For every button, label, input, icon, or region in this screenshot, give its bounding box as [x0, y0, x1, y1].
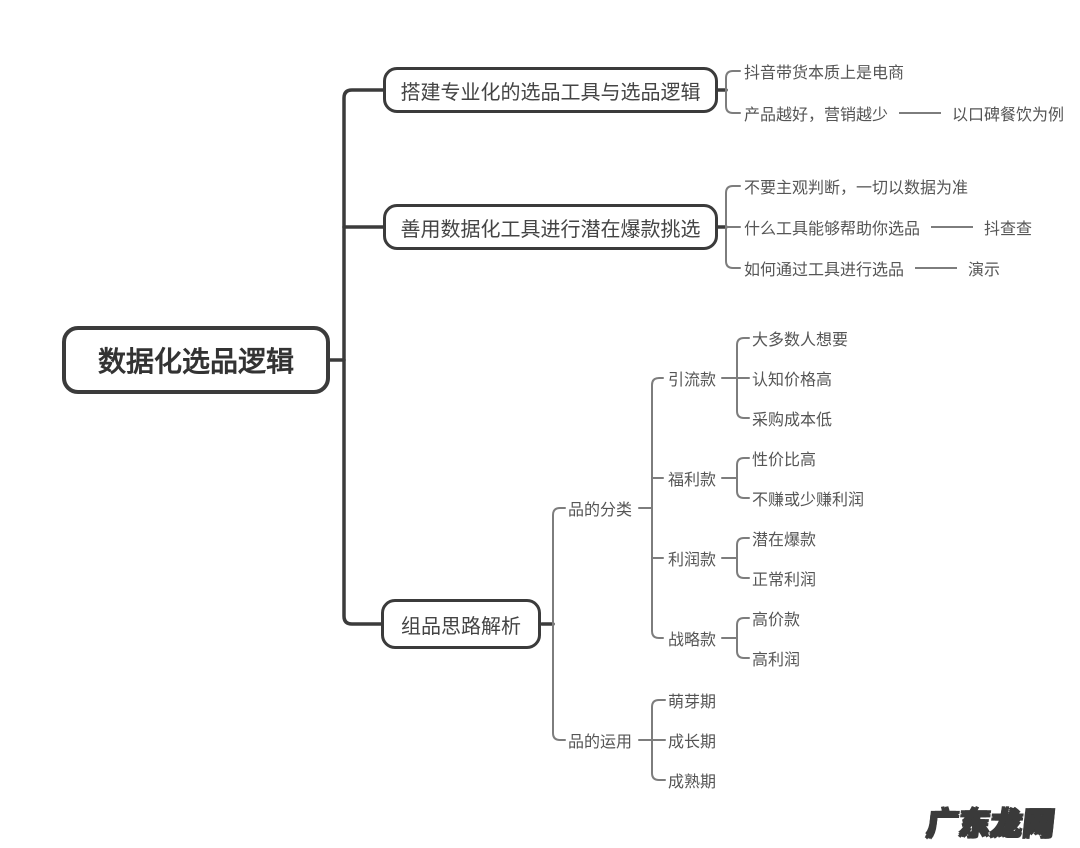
leaf-node[interactable]: 大多数人想要 [752, 326, 848, 350]
leaf-node-welfare[interactable]: 福利款 [668, 466, 716, 490]
leaf-label: 成长期 [668, 734, 717, 751]
leaf-label: 战略款 [668, 632, 717, 649]
leaf-label: 如何通过工具进行选品 [744, 262, 905, 279]
leaf-label: 抖查查 [984, 221, 1033, 238]
leaf-node[interactable]: 认知价格高 [752, 366, 832, 390]
leaf-label: 以口碑餐饮为例 [952, 107, 1065, 124]
dash-connector [931, 226, 974, 228]
leaf-label: 引流款 [668, 372, 717, 389]
watermark-text: 广东龙网 [925, 807, 1058, 842]
leaf-label: 抖音带货本质上是电商 [744, 65, 905, 82]
leaf-node[interactable]: 成熟期 [668, 768, 716, 792]
branch-node-grouping[interactable]: 组品思路解析 [381, 599, 541, 649]
leaf-label: 采购成本低 [752, 412, 833, 429]
root-node[interactable]: 数据化选品逻辑 [62, 326, 330, 394]
leaf-label: 成熟期 [668, 774, 717, 791]
branch-node-label: 搭建专业化的选品工具与选品逻辑 [400, 81, 701, 104]
branch-node-label: 组品思路解析 [401, 615, 521, 638]
leaf-label: 正常利润 [752, 572, 817, 589]
branch-node-data-tools[interactable]: 善用数据化工具进行潜在爆款挑选 [383, 204, 718, 250]
leaf-label: 品的分类 [568, 502, 633, 519]
leaf-node[interactable]: 高利润 [752, 646, 800, 670]
leaf-node[interactable]: 潜在爆款 [752, 526, 816, 550]
leaf-label: 不要主观判断，一切以数据为准 [744, 180, 969, 197]
leaf-node[interactable]: 不要主观判断，一切以数据为准 [744, 174, 968, 198]
leaf-node[interactable]: 性价比高 [752, 446, 816, 470]
leaf-label: 产品越好，营销越少 [744, 107, 889, 124]
leaf-label: 性价比高 [752, 452, 817, 469]
leaf-node-classification[interactable]: 品的分类 [568, 496, 632, 520]
branch-node-label: 善用数据化工具进行潜在爆款挑选 [400, 218, 701, 241]
root-node-label: 数据化选品逻辑 [97, 346, 294, 377]
leaf-node[interactable]: 萌芽期 [668, 688, 716, 712]
leaf-label: 福利款 [668, 472, 717, 489]
leaf-node[interactable]: 成长期 [668, 728, 716, 752]
leaf-label: 品的运用 [568, 734, 633, 751]
dash-connector [899, 112, 942, 114]
leaf-label: 利润款 [668, 552, 717, 569]
leaf-node-profit[interactable]: 利润款 [668, 546, 716, 570]
dash-connector [915, 267, 958, 269]
branch-node-tools[interactable]: 搭建专业化的选品工具与选品逻辑 [383, 67, 718, 113]
leaf-node-strategic[interactable]: 战略款 [668, 626, 716, 650]
leaf-node[interactable]: 产品越好，营销越少 以口碑餐饮为例 [744, 101, 1064, 125]
leaf-label: 高价款 [752, 612, 801, 629]
leaf-label: 潜在爆款 [752, 532, 817, 549]
leaf-node[interactable]: 什么工具能够帮助你选品 抖查查 [744, 215, 1032, 239]
leaf-node-traffic[interactable]: 引流款 [668, 366, 716, 390]
leaf-node[interactable]: 如何通过工具进行选品 演示 [744, 256, 1000, 280]
leaf-label: 大多数人想要 [752, 332, 849, 349]
leaf-node[interactable]: 抖音带货本质上是电商 [744, 59, 904, 83]
leaf-label: 演示 [968, 262, 1001, 279]
leaf-label: 什么工具能够帮助你选品 [744, 221, 921, 238]
leaf-node[interactable]: 不赚或少赚利润 [752, 486, 864, 510]
leaf-node-usage[interactable]: 品的运用 [568, 728, 632, 752]
leaf-node[interactable]: 采购成本低 [752, 406, 832, 430]
leaf-node[interactable]: 正常利润 [752, 566, 816, 590]
leaf-label: 高利润 [752, 652, 801, 669]
leaf-label: 不赚或少赚利润 [752, 492, 865, 509]
leaf-label: 认知价格高 [752, 372, 833, 389]
leaf-label: 萌芽期 [668, 694, 717, 711]
leaf-node[interactable]: 高价款 [752, 606, 800, 630]
